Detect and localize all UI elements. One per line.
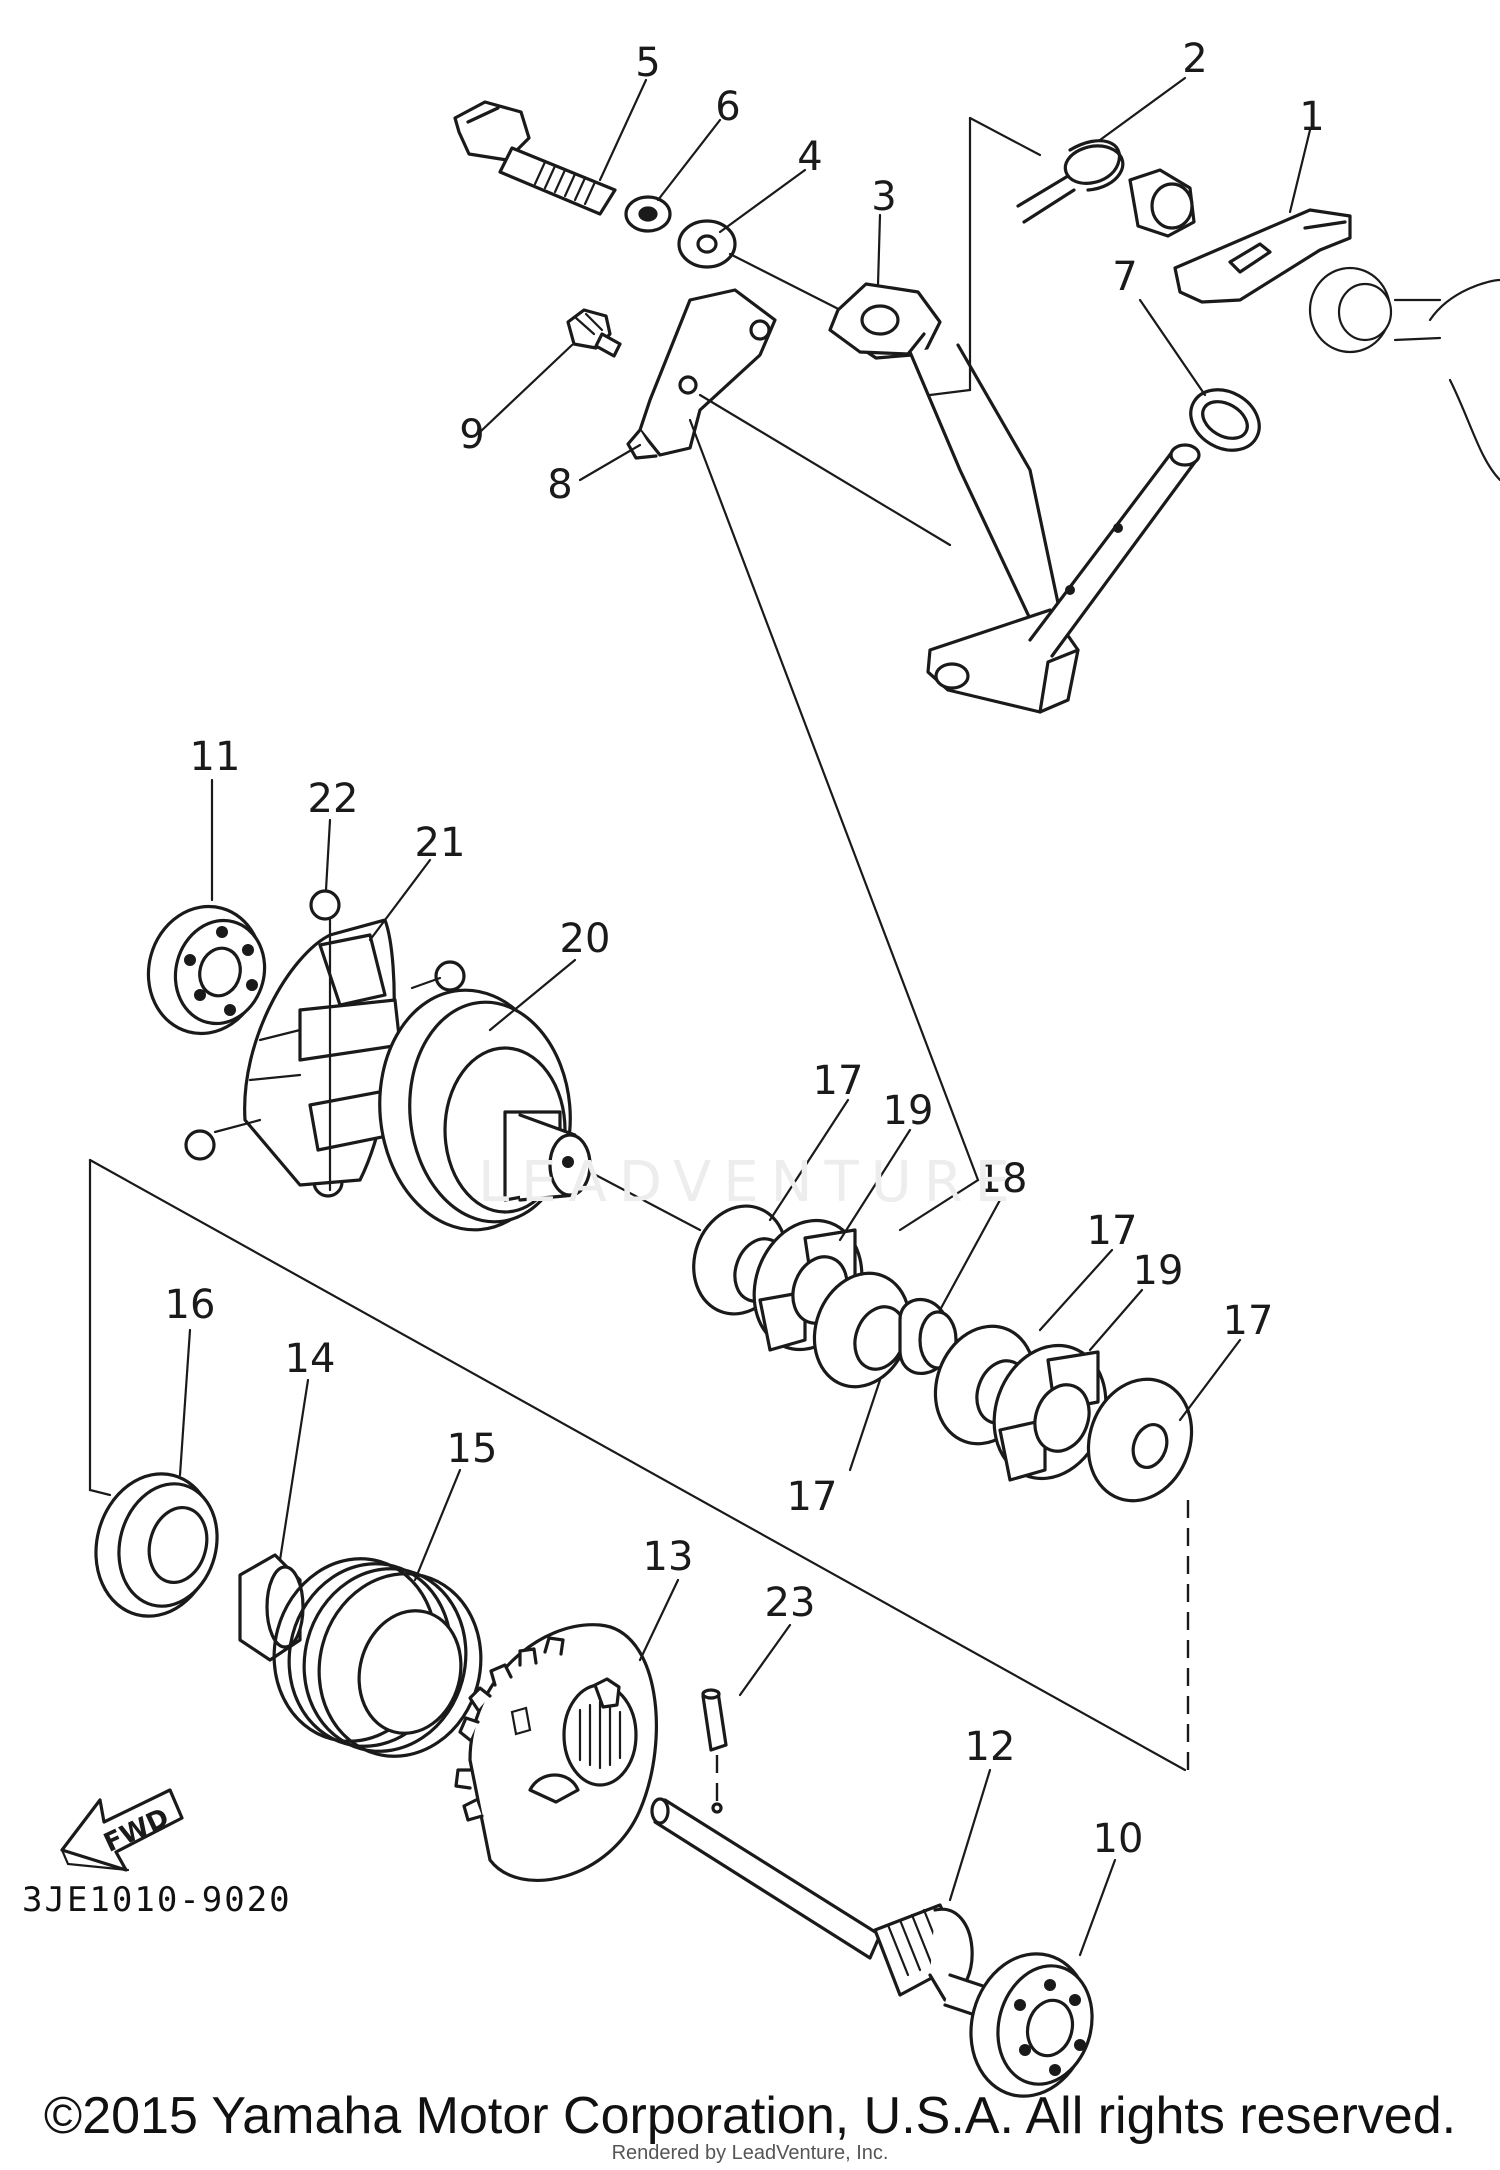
footer-rendered-by: Rendered by LeadVenture, Inc. xyxy=(611,2142,889,2164)
part-14-collar[interactable] xyxy=(238,1553,305,1662)
part-2-torsion-spring[interactable] xyxy=(1016,139,1125,224)
housing-sketch xyxy=(1308,266,1500,482)
callout-17-d: 17 xyxy=(787,1474,838,1520)
callout-17-c: 17 xyxy=(1223,1298,1274,1344)
callout-12: 12 xyxy=(965,1724,1016,1770)
part-1-stopper-plate[interactable] xyxy=(1173,208,1352,304)
callout-19-b: 19 xyxy=(1133,1248,1184,1294)
part-5-bolt[interactable] xyxy=(453,100,617,216)
spring-collar xyxy=(1128,168,1196,238)
part-13-ratchet-gear[interactable] xyxy=(454,1623,658,1882)
watermark: LEADVENTURE xyxy=(477,1150,1023,1215)
fwd-direction-arrow: FWD xyxy=(60,1788,184,1872)
part-21-ratchet-holder[interactable] xyxy=(213,918,442,1192)
footer-copyright: ©2015 Yamaha Motor Corporation, U.S.A. A… xyxy=(43,2087,1457,2145)
part-6-lock-washer[interactable] xyxy=(624,195,672,233)
part-11-bearing[interactable] xyxy=(134,894,276,1047)
callout-18: 18 xyxy=(977,1156,1028,1202)
part-23-pin[interactable] xyxy=(701,1688,728,1752)
callout-15: 15 xyxy=(447,1426,498,1472)
callout-19-a: 19 xyxy=(883,1088,934,1134)
callout-23: 23 xyxy=(765,1580,816,1626)
part-code: 3JE1010-9020 xyxy=(22,1880,292,1920)
callout-9: 9 xyxy=(459,412,484,458)
part-15-coil-spring[interactable] xyxy=(254,1540,501,1774)
callout-5: 5 xyxy=(635,40,660,86)
part-10-bearing[interactable] xyxy=(955,1940,1105,2109)
callout-21: 21 xyxy=(415,820,466,866)
callout-8: 8 xyxy=(547,462,572,508)
part-16-oil-seal[interactable] xyxy=(80,1460,230,1629)
part-3-kick-lever[interactable] xyxy=(828,282,1080,714)
part-7-oil-seal[interactable] xyxy=(1180,378,1270,462)
callout-7: 7 xyxy=(1112,254,1137,300)
callout-14: 14 xyxy=(285,1336,336,1382)
part-20-kick-gear[interactable] xyxy=(370,983,592,1238)
callout-6: 6 xyxy=(715,84,740,130)
callout-16: 16 xyxy=(165,1282,216,1328)
callout-4: 4 xyxy=(797,134,822,180)
callout-17-b: 17 xyxy=(1087,1208,1138,1254)
callout-20: 20 xyxy=(560,916,611,962)
part-17-friction-washer-b[interactable] xyxy=(799,1260,925,1400)
kick-shaft xyxy=(1028,443,1201,658)
callout-leaders xyxy=(178,76,1312,1957)
callout-11: 11 xyxy=(190,734,241,780)
callout-2: 2 xyxy=(1182,36,1207,82)
part-9-screw[interactable] xyxy=(566,308,622,358)
callout-1: 1 xyxy=(1299,94,1324,140)
callout-3: 3 xyxy=(871,174,896,220)
part-8-bracket[interactable] xyxy=(626,288,777,460)
part-12-kick-axle[interactable] xyxy=(650,1797,997,2022)
part-19-spring-plate-a[interactable] xyxy=(737,1205,880,1365)
part-17-friction-washer-d[interactable] xyxy=(1072,1365,1208,1516)
callout-numbers: 5 6 4 3 2 1 7 9 8 11 22 21 20 17 19 18 1… xyxy=(165,36,1325,1862)
callout-22: 22 xyxy=(308,776,359,822)
callout-17-a: 17 xyxy=(813,1058,864,1104)
callout-13: 13 xyxy=(643,1534,694,1580)
part-19-spring-plate-b[interactable] xyxy=(976,1330,1124,1495)
callout-10: 10 xyxy=(1093,1816,1144,1862)
